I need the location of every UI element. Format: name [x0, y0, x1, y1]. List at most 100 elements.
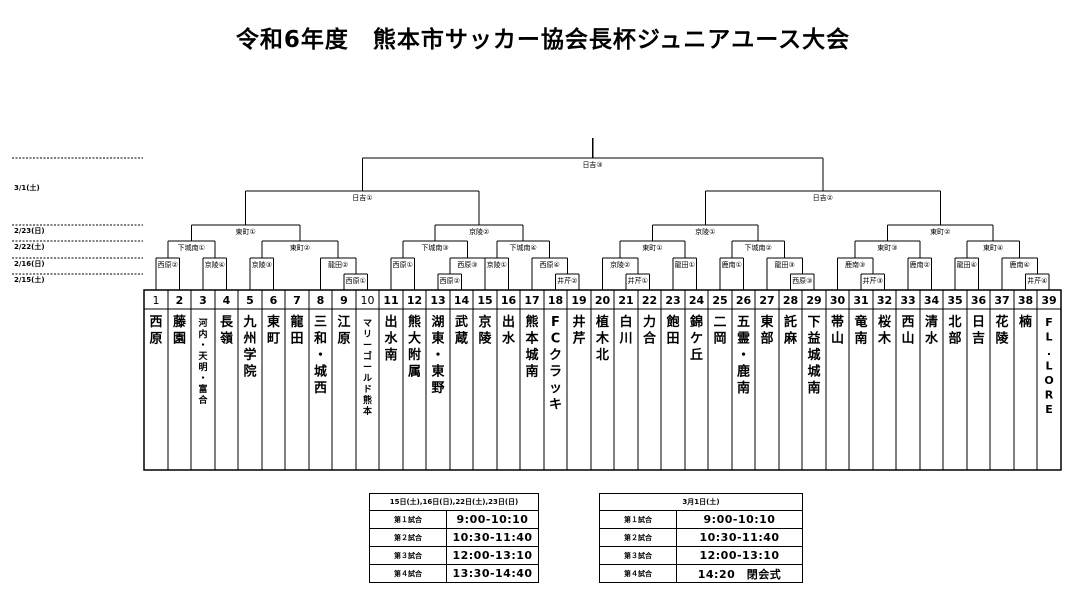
venue-label: 西原② [440, 277, 460, 285]
team-name-char: 河 [198, 317, 207, 329]
match-time: 9:00-10:10 [446, 510, 539, 529]
match-label: 第１試合 [369, 510, 447, 529]
team-name-char: リ [363, 329, 372, 340]
team-name-char: 園 [173, 331, 186, 347]
page-title: 令和6年度 熊本市サッカー協会長杯ジュニアユース大会 [235, 27, 851, 53]
team-name-char: 原 [149, 332, 162, 347]
team-number: 17 [524, 294, 539, 307]
team-name-char: 熊 [525, 314, 538, 330]
team-name-char: 明 [198, 362, 207, 373]
team-name-char: 楠 [1018, 314, 1032, 330]
team-number: 20 [595, 294, 611, 307]
team-name-char: 水 [384, 331, 398, 347]
team-name-char: 川 [618, 332, 632, 347]
team-name-char: 水 [502, 331, 516, 347]
team-name-char: 州 [242, 332, 256, 347]
team-name-char: ・ [314, 348, 327, 363]
venue-label: 西原③ [457, 261, 477, 269]
team-name-char: 出 [502, 314, 515, 330]
team-name-char: 岡 [713, 332, 726, 347]
venue-label: 日吉① [352, 194, 372, 202]
team-name-char: 九 [242, 315, 256, 330]
venue-label: 東町③ [877, 243, 897, 252]
team-name-char: 帯 [831, 314, 844, 330]
team-name-char: 下 [807, 315, 820, 330]
team-name-char: C [551, 332, 561, 347]
team-name-char: 花 [995, 314, 1008, 330]
team-name-char: 院 [243, 364, 256, 380]
team-name-char: 丘 [690, 348, 703, 363]
team-name-char: 西 [314, 381, 327, 396]
venue-label: 西原③ [792, 277, 812, 285]
venue-label: 京陵④ [205, 260, 225, 269]
team-number: 13 [430, 294, 445, 307]
venue-label: 西原④ [539, 261, 559, 269]
team-name-char: 学 [243, 347, 256, 363]
match-time: 10:30-11:40 [676, 528, 803, 547]
team-number: 36 [971, 294, 987, 307]
team-name-char: ー [363, 363, 372, 373]
match-label: 第４試合 [599, 564, 677, 583]
team-name-char: 東 [760, 314, 773, 330]
team-name-char: 嶺 [219, 331, 233, 347]
team-name-char: F [1045, 316, 1053, 329]
team-name-char: ッ [549, 381, 562, 396]
team-name-char: 北 [948, 315, 961, 330]
venue-label: 下城南③ [421, 243, 448, 252]
team-name-char: 内 [198, 328, 207, 340]
team-name-char: 三 [314, 315, 327, 330]
venue-label: 日吉③ [582, 161, 602, 169]
team-name-char: 城 [807, 364, 820, 380]
venue-label: 京陵② [469, 227, 489, 236]
team-name-char: 山 [901, 331, 914, 347]
team-name-char: 吉 [972, 332, 985, 347]
venue-label: 龍田② [328, 260, 348, 269]
team-name-char: 陵 [995, 331, 1009, 347]
venue-label: 西原① [346, 277, 366, 285]
venue-label: 井芹④ [1027, 276, 1047, 285]
team-name-char: 麻 [783, 331, 798, 347]
round-date: 2/15(土) [14, 275, 45, 284]
schedule-header: 15日(土),16日(日),22日(土),23日(日) [369, 493, 539, 511]
round-date: 2/23(日) [14, 227, 45, 235]
team-number: 38 [1018, 294, 1033, 307]
team-number: 35 [947, 294, 962, 307]
team-name-char: 藤 [173, 314, 187, 330]
venue-label: 西原① [393, 261, 413, 269]
team-name-char: 木 [877, 331, 892, 347]
team-name-char: 飽 [665, 314, 679, 330]
team-number: 10 [361, 294, 375, 307]
team-name-char: 城 [314, 364, 327, 380]
team-number: 19 [571, 294, 586, 307]
team-name-char: ド [363, 384, 372, 395]
team-name-char: 西 [901, 315, 914, 330]
venue-label: 下城南① [178, 243, 205, 252]
team-name-char: 附 [408, 347, 421, 363]
team-name-char: 錦 [690, 314, 703, 330]
team-name-char: 湖 [431, 315, 444, 330]
venue-label: 鹿南③ [845, 260, 865, 269]
venue-label: 京陵① [487, 260, 507, 269]
team-number: 9 [340, 294, 348, 307]
team-name-char: 日 [972, 315, 985, 330]
team-name-char: ル [363, 373, 372, 384]
team-name-char: 陵 [478, 331, 492, 347]
team-number: 29 [806, 294, 821, 307]
team-number: 37 [994, 294, 1009, 307]
team-name-char: 五 [737, 315, 750, 330]
venue-label: 日吉② [813, 194, 833, 202]
team-number: 31 [853, 294, 868, 307]
team-name-char: ・ [737, 348, 750, 363]
match-time: 12:00-13:10 [676, 546, 803, 565]
team-number: 21 [618, 294, 633, 307]
team-name-char: L [1045, 360, 1052, 373]
venue-label: 井芹③ [863, 276, 883, 285]
venue-label: 東町④ [983, 243, 1003, 252]
